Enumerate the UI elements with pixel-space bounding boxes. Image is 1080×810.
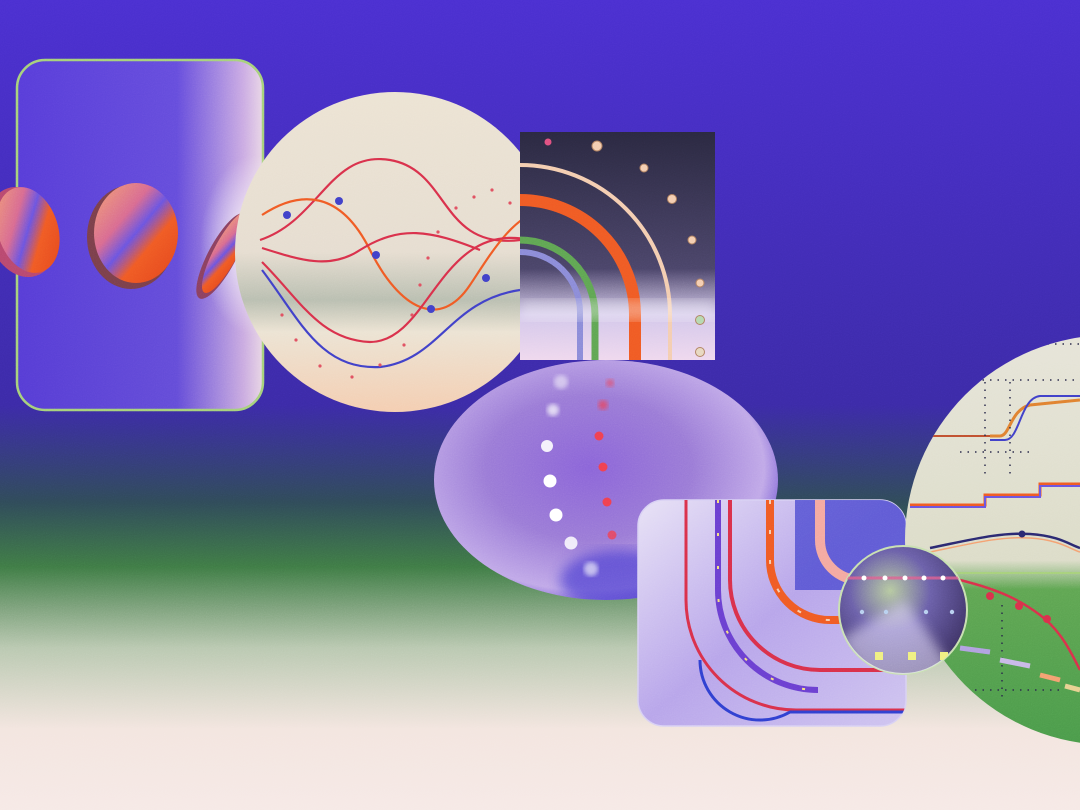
wave-graph-circle [235, 92, 555, 412]
dark-arc-panel [520, 132, 715, 360]
